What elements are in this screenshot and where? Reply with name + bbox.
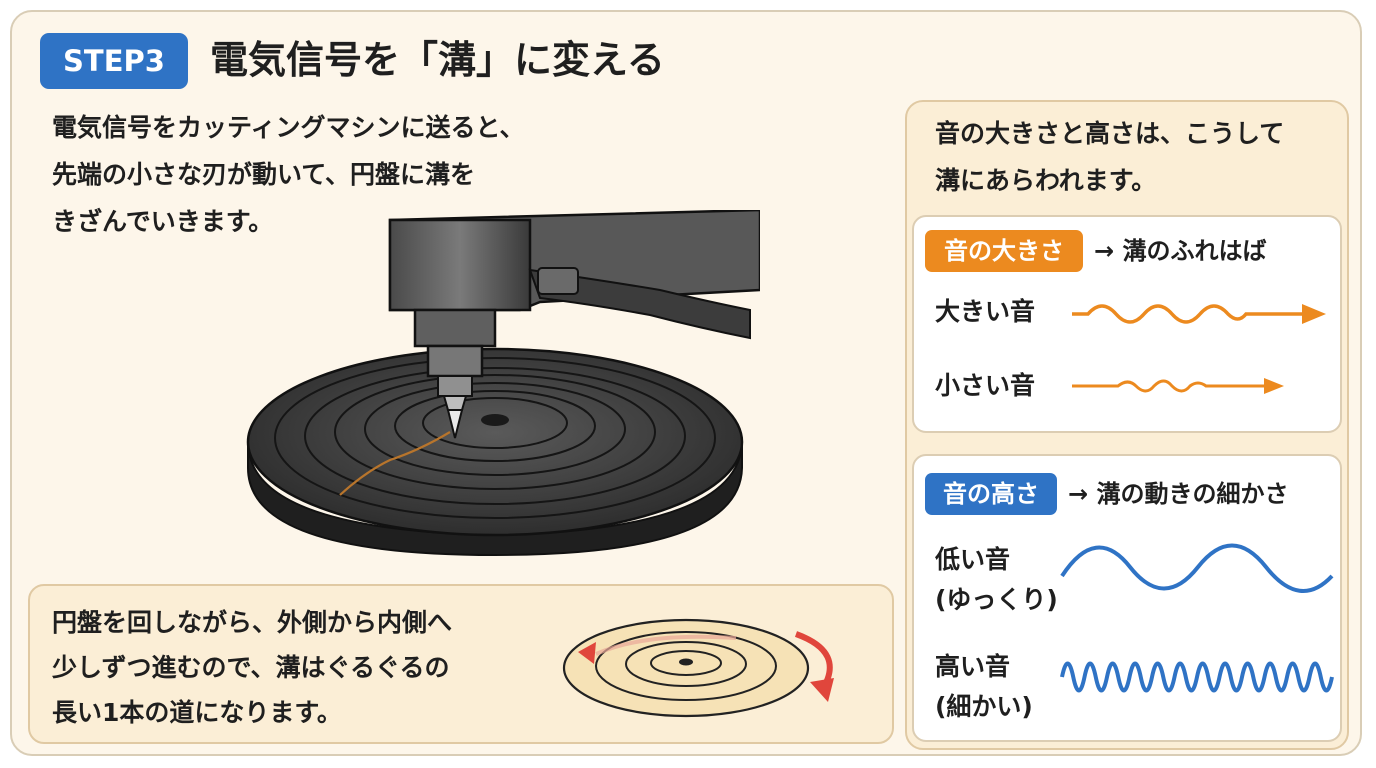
high-pitch-wave-icon <box>1060 661 1334 693</box>
low-sound-label: 低い音 (ゆっくり) <box>935 545 1058 614</box>
volume-card <box>912 215 1342 433</box>
pitch-tag: 音の高さ <box>925 473 1057 515</box>
soft-sound-label: 小さい音 <box>935 371 1036 400</box>
side-panel-heading: 音の大きさと高さは、こうして 溝にあらわれます。 <box>935 110 1284 204</box>
arrow-right-icon: → <box>1094 237 1115 265</box>
intro-line: きざんでいきます。 <box>52 207 274 236</box>
cutting-machine-illustration <box>246 210 760 557</box>
side-heading-line: 溝にあらわれます。 <box>935 166 1157 195</box>
volume-description-text: 溝のふれはば <box>1122 237 1267 265</box>
loud-wave-icon <box>1072 304 1326 324</box>
bottom-note-text: 円盤を回しながら、外側から内側へ 少しずつ進むので、溝はぐるぐるの 長い1本の道… <box>52 600 452 735</box>
pitch-description-text: 溝の動きの細かさ <box>1096 480 1289 508</box>
intro-line: 電気信号をカッティングマシンに送ると、 <box>52 113 525 142</box>
volume-tag: 音の大きさ <box>925 230 1083 272</box>
page-title: 電気信号を「溝」に変える <box>210 38 665 82</box>
loud-sound-label: 大きい音 <box>935 297 1036 326</box>
intro-line: 先端の小さな刃が動いて、円盤に溝を <box>52 160 476 189</box>
volume-description: → 溝のふれはば <box>1094 230 1266 272</box>
record-disc <box>246 347 744 537</box>
intro-text: 電気信号をカッティングマシンに送ると、 先端の小さな刃が動いて、円盤に溝を きざ… <box>52 104 632 245</box>
bottom-note-line: 長い1本の道になります。 <box>52 698 342 727</box>
soft-wave-icon <box>1072 378 1284 394</box>
record-disc-illustration <box>562 618 834 718</box>
low-pitch-wave-icon <box>1060 543 1334 593</box>
side-heading-line: 音の大きさと高さは、こうして <box>935 119 1285 148</box>
high-sound-label: 高い音 (細かい) <box>935 652 1033 721</box>
arrow-right-icon: → <box>1068 480 1089 508</box>
bottom-note-line: 少しずつ進むので、溝はぐるぐるの <box>52 653 450 682</box>
bottom-note-line: 円盤を回しながら、外側から内側へ <box>52 608 453 637</box>
step-badge: STEP3 <box>40 33 188 89</box>
pitch-description: → 溝の動きの細かさ <box>1068 473 1288 515</box>
